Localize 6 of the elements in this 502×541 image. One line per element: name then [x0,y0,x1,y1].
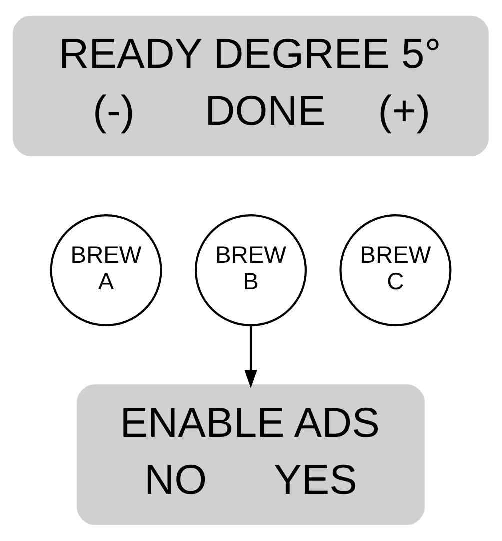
node-circle: BREW B [195,214,307,326]
node-circle: BREW C [340,214,452,326]
node-box: ENABLE ADS NO YES [77,384,425,526]
arrow [244,326,258,388]
node-circle: BREW A [50,214,162,326]
node-box: READY DEGREE 5° (-) DONE (+) [13,16,489,156]
